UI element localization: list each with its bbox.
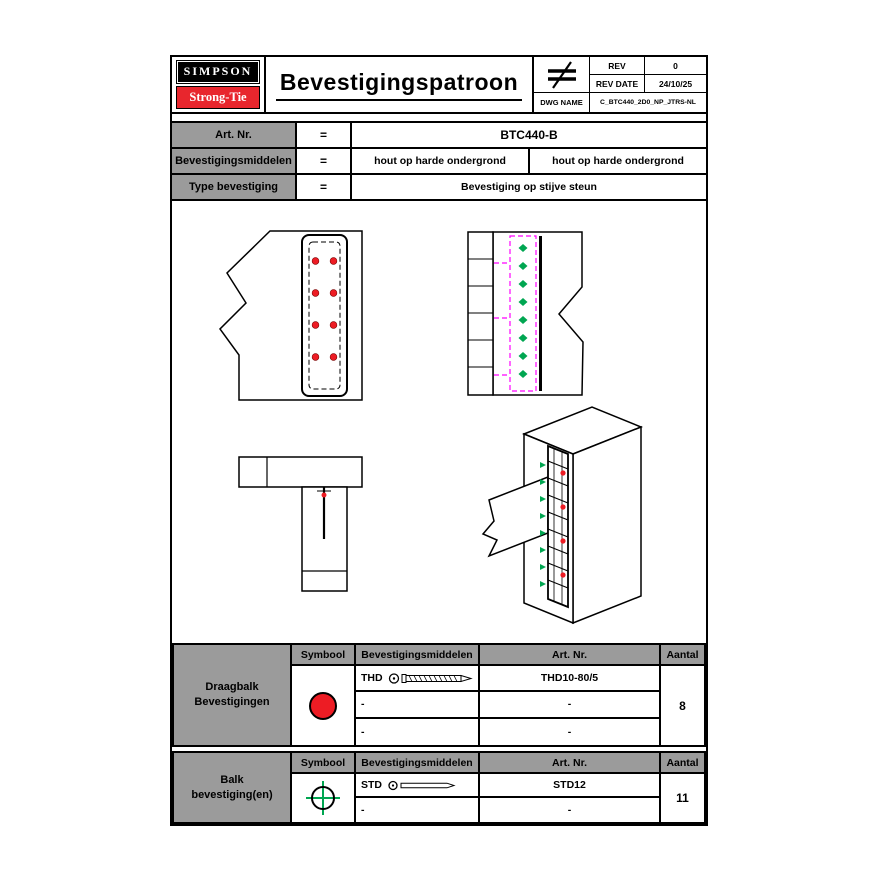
- middelen-label: Bevestigingsmiddelen: [172, 149, 297, 173]
- header-aantal: Aantal: [661, 645, 704, 666]
- red-fastener-dots: [560, 470, 566, 578]
- top-view-drawing: [238, 456, 363, 592]
- equals-sign: =: [297, 123, 352, 147]
- info-row-art-nr: Art. Nr. = BTC440-B: [172, 123, 706, 149]
- aantal-value: 11: [676, 791, 689, 805]
- info-row-type: Type bevestiging = Bevestiging op stijve…: [172, 175, 706, 201]
- header-art-nr: Art. Nr.: [480, 645, 661, 666]
- rev-date-value: 24/10/25: [644, 75, 706, 93]
- equals-sign: =: [297, 175, 352, 199]
- wood-screw-icon: [388, 673, 473, 684]
- rev-date-label: REV DATE: [589, 75, 644, 93]
- header-symbool: Symbool: [292, 753, 356, 774]
- header-aantal: Aantal: [661, 753, 704, 774]
- header-symbool: Symbool: [292, 645, 356, 666]
- projection-symbol-icon: [534, 57, 589, 93]
- middelen-value-right: hout op harde ondergrond: [528, 149, 706, 173]
- draagbalk-fastener-table: Draagbalk Bevestigingen Symbool Bevestig…: [172, 643, 706, 747]
- equals-sign: =: [297, 149, 352, 173]
- fastener-type-label: THD: [361, 672, 383, 685]
- art-nr-label: Art. Nr.: [172, 123, 297, 147]
- technical-drawings: [219, 230, 644, 625]
- sheet-title-cell: Bevestigingspatroon: [266, 57, 534, 112]
- header-bevestigingsmiddelen: Bevestigingsmiddelen: [356, 645, 480, 666]
- red-filled-circle-icon: [292, 666, 356, 745]
- group-label-balk: Balk bevestiging(en): [174, 753, 292, 822]
- side-view-drawing: [467, 231, 584, 396]
- aantal-value: 8: [679, 698, 686, 713]
- smooth-pin-icon: [388, 780, 456, 790]
- magenta-outline-dashed: [494, 235, 537, 392]
- simpson-strongtie-logo: SIMPSON Strong-Tie: [172, 57, 266, 112]
- header-bevestigingsmiddelen: Bevestigingsmiddelen: [356, 753, 480, 774]
- type-label: Type bevestiging: [172, 175, 297, 199]
- middelen-value-left: hout op harde ondergrond: [374, 155, 506, 167]
- art-nr-value: BTC440-B: [500, 128, 558, 142]
- type-value: Bevestiging op stijve steun: [461, 181, 597, 193]
- revision-block: REV 0 REV DATE 24/10/25 DWG NAME C_BTC44…: [534, 57, 706, 112]
- dwg-name-label: DWG NAME: [540, 98, 583, 107]
- fastener-art-nr: THD10-80/5: [480, 666, 661, 693]
- green-fastener-markers: [540, 462, 546, 587]
- drawing-sheet: SIMPSON Strong-Tie Bevestigingspatroon R…: [170, 55, 708, 826]
- logo-simpson-text: SIMPSON: [176, 60, 260, 84]
- fastener-art-nr: -: [480, 692, 661, 719]
- dwg-name-value: C_BTC440_2D0_NP_JTRS-NL: [589, 93, 706, 112]
- fastener-art-nr: -: [480, 798, 661, 822]
- group-label-draagbalk: Draagbalk Bevestigingen: [174, 645, 292, 745]
- green-crosshair-circle-icon: [292, 774, 356, 822]
- header-art-nr: Art. Nr.: [480, 753, 661, 774]
- fastener-type-label: STD: [361, 779, 382, 791]
- info-row-middelen: Bevestigingsmiddelen = hout op harde ond…: [172, 149, 706, 175]
- title-block: SIMPSON Strong-Tie Bevestigingspatroon R…: [172, 57, 706, 114]
- rev-label: REV: [589, 57, 644, 75]
- logo-strongtie-text: Strong-Tie: [176, 85, 260, 109]
- front-view-drawing: [219, 230, 363, 401]
- fastener-art-nr: -: [480, 718, 661, 745]
- drawing-area: [172, 203, 706, 643]
- article-info-table: Art. Nr. = BTC440-B Bevestigingsmiddelen…: [172, 121, 706, 201]
- red-fastener-dots: [311, 257, 338, 361]
- fastener-art-nr: STD12: [480, 774, 661, 798]
- fastener-type-row: -: [356, 718, 480, 745]
- red-fastener-dot: [321, 492, 327, 498]
- fastener-type-row: -: [356, 798, 480, 822]
- fastener-type-row: -: [356, 692, 480, 719]
- isometric-view-drawing: [481, 406, 644, 625]
- page-title: Bevestigingspatroon: [275, 69, 523, 101]
- fastener-type-row: THD: [356, 666, 480, 693]
- balk-fastener-table: Balk bevestiging(en) Symbool Bevestiging…: [172, 751, 706, 824]
- rev-value: 0: [644, 57, 706, 75]
- fastener-type-row: STD: [356, 774, 480, 798]
- green-fastener-markers: [518, 244, 528, 378]
